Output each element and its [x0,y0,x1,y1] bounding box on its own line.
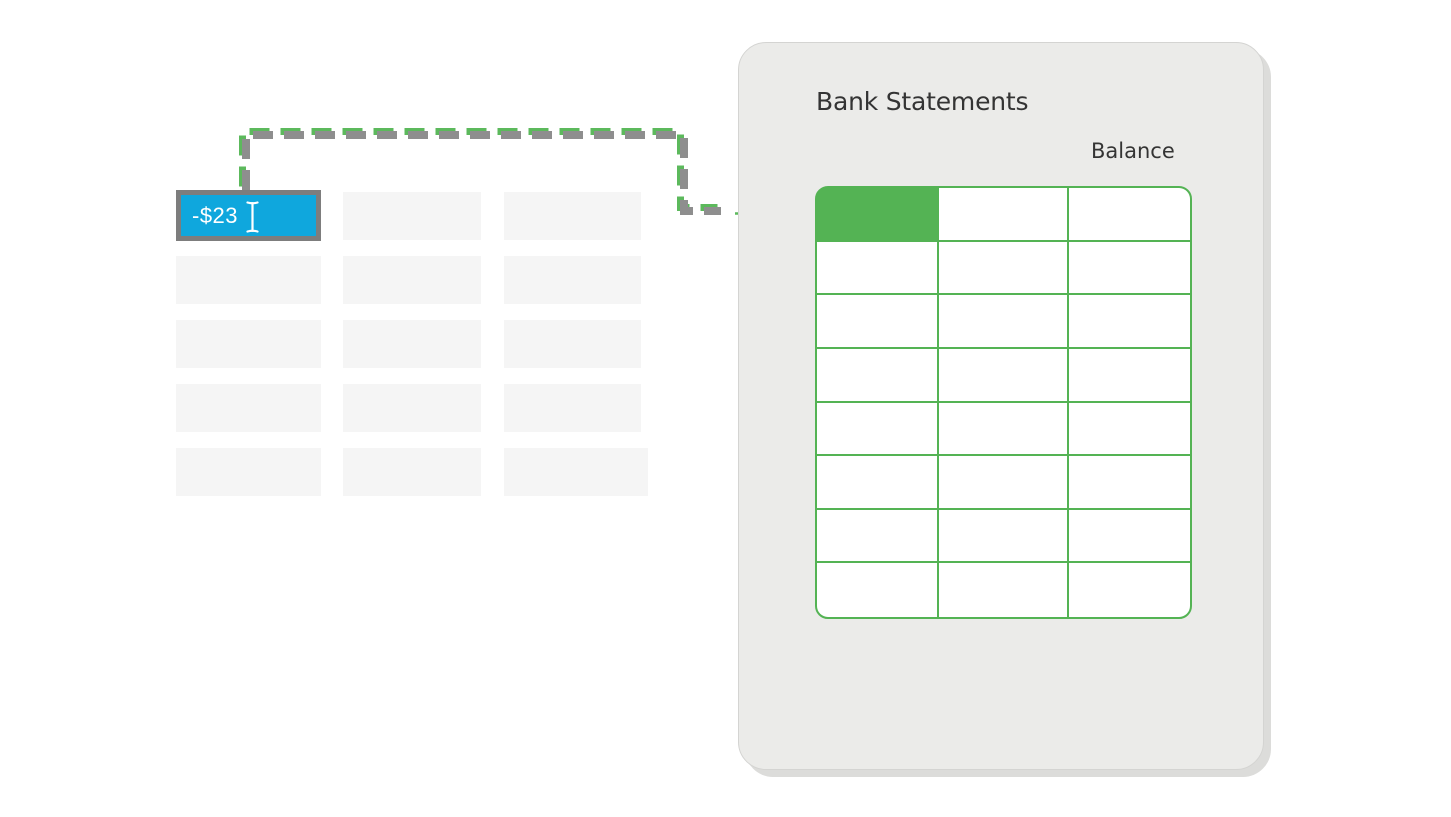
table-cell [817,295,939,349]
bank-statements-panel: Bank Statements Balance [738,42,1264,770]
table-cell [938,509,1070,564]
placeholder-cell [504,448,648,496]
placeholder-cell [343,320,481,368]
table-cell [817,402,939,457]
placeholder-cell [343,384,481,432]
table-cell [817,348,939,403]
table-cell [1069,188,1190,242]
table-cell [938,188,1070,242]
table-cell [1069,456,1190,510]
table-cell [938,563,1070,617]
table-cell [1069,295,1190,349]
placeholder-cell [504,320,641,368]
placeholder-cell [343,448,481,496]
table-cell [1069,348,1190,403]
placeholder-cell [504,256,641,304]
table-cell [1069,509,1190,564]
placeholder-cell [504,384,641,432]
active-cell-input[interactable]: -$23 [176,190,321,241]
balance-column-label: Balance [1091,139,1175,163]
table-cell [938,241,1070,296]
table-cell [1069,563,1190,617]
table-cell [817,563,939,617]
table-cell [938,295,1070,349]
text-cursor-icon [246,200,259,233]
placeholder-cell [343,192,481,240]
table-cell [1069,241,1190,296]
placeholder-cell [504,192,641,240]
placeholder-cell [343,256,481,304]
highlighted-table-cell [817,188,939,242]
bank-statements-table [815,186,1192,619]
placeholder-cell [176,448,321,496]
placeholder-cell [176,320,321,368]
input-grid: -$23 [0,0,700,520]
table-cell [817,456,939,510]
placeholder-cell [176,384,321,432]
table-cell [817,509,939,564]
table-cell [1069,402,1190,457]
table-cell [938,402,1070,457]
table-cell [938,456,1070,510]
panel-title: Bank Statements [816,87,1029,116]
table-cell [817,241,939,296]
placeholder-cell [176,256,321,304]
table-cell [938,348,1070,403]
active-cell-value: -$23 [192,202,239,228]
